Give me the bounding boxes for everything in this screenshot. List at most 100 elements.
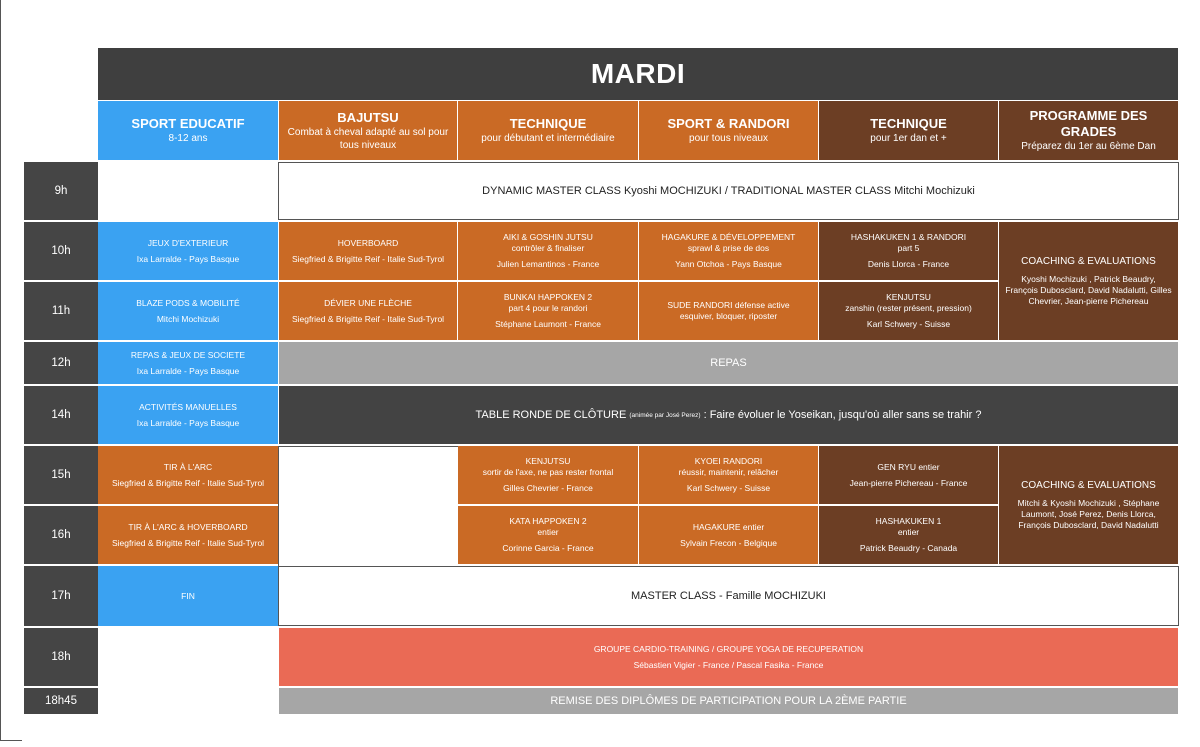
header-sub: pour débutant et intermédiaire bbox=[481, 133, 615, 144]
session-presenter: Siegfried & Brigitte Reif - Italie Sud-T… bbox=[291, 253, 445, 264]
session-master-class-famille: MASTER CLASS - Famille MOCHIZUKI bbox=[278, 566, 1179, 626]
session-table-ronde: TABLE RONDE DE CLÔTURE (animée par José … bbox=[279, 386, 1178, 444]
session-aiki-goshin: AIKI & GOSHIN JUTSU contrôler & finalise… bbox=[458, 222, 638, 280]
session-subtitle: entier bbox=[897, 527, 920, 537]
session-subtitle: entier bbox=[537, 527, 559, 537]
session-hoverboard: HOVERBOARD Siegfried & Brigitte Reif - I… bbox=[279, 222, 457, 280]
session-subtitle: esquiver, bloquer, riposter bbox=[679, 311, 778, 321]
header-sub: pour 1er dan et + bbox=[870, 133, 947, 144]
session-bunkai-happoken: BUNKAI HAPPOKEN 2 part 4 pour le randori… bbox=[458, 282, 638, 340]
header-title: TECHNIQUE bbox=[870, 116, 947, 131]
session-hashakuken-entier: HASHAKUKEN 1 entier Patrick Beaudry - Ca… bbox=[819, 506, 998, 564]
session-gen-ryu: GEN RYU entier Jean-pierre Pichereau - F… bbox=[819, 446, 998, 504]
header-title: SPORT EDUCATIF bbox=[131, 116, 245, 131]
session-presenter: Julien Lemantinos - France bbox=[496, 259, 600, 269]
session-subtitle: zanshin (rester présent, pression) bbox=[845, 303, 972, 313]
session-presenter: Denis Llorca - France bbox=[867, 259, 950, 269]
session-title: REPAS & JEUX DE SOCIETE bbox=[130, 349, 246, 360]
session-subtitle: réussir, maintenir, relâcher bbox=[678, 467, 779, 477]
session-presenter: Jean-pierre Pichereau - France bbox=[849, 477, 968, 488]
session-presenter: Ixa Larralde - Pays Basque bbox=[136, 417, 240, 428]
session-presenter: Ixa Larralde - Pays Basque bbox=[136, 253, 240, 264]
header-title: PROGRAMME DES GRADES bbox=[1029, 108, 1148, 139]
table-ronde-title: TABLE RONDE DE CLÔTURE bbox=[475, 409, 627, 421]
header-bajutsu: BAJUTSU Combat à cheval adapté au sol po… bbox=[279, 101, 457, 160]
session-title: AIKI & GOSHIN JUTSU bbox=[503, 232, 593, 242]
session-title: HOVERBOARD bbox=[337, 237, 399, 248]
session-title: HASHAKUKEN 1 bbox=[875, 516, 942, 526]
header-sub: 8-12 ans bbox=[168, 133, 208, 144]
session-title: BUNKAI HAPPOKEN 2 bbox=[503, 292, 593, 302]
session-hashakuken-randori: HASHAKUKEN 1 & RANDORI part 5 Denis Llor… bbox=[819, 222, 998, 280]
session-presenter: Karl Schwery - Suisse bbox=[686, 483, 771, 493]
session-presenter: Patrick Beaudry - Canada bbox=[859, 543, 958, 553]
header-technique-dan: TECHNIQUE pour 1er dan et + bbox=[819, 101, 998, 160]
header-sub: Préparez du 1er au 6ème Dan bbox=[1021, 141, 1156, 152]
session-title: TIR À L'ARC bbox=[163, 461, 213, 472]
session-title: HAGAKURE & DÉVELOPPEMENT bbox=[661, 232, 796, 242]
session-subtitle: sprawl & prise de dos bbox=[687, 243, 770, 253]
session-title: GROUPE CARDIO-TRAINING / GROUPE YOGA DE … bbox=[593, 643, 864, 654]
session-presenter: Karl Schwery - Suisse bbox=[866, 319, 951, 329]
empty-bajutsu-afternoon bbox=[278, 446, 458, 566]
time-10h: 10h bbox=[24, 222, 98, 280]
session-title: GEN RYU entier bbox=[877, 461, 940, 472]
session-presenters: Mitchi & Kyoshi Mochizuki , Stéphane Lau… bbox=[1017, 497, 1160, 530]
session-kenjutsu-zanshin: KENJUTSU zanshin (rester présent, pressi… bbox=[819, 282, 998, 340]
frame-bottom-line bbox=[0, 740, 22, 741]
session-devier-fleche: DÉVIER UNE FLÈCHE Siegfried & Brigitte R… bbox=[279, 282, 457, 340]
session-presenter: Yann Otchoa - Pays Basque bbox=[675, 259, 782, 269]
session-repas-jeux: REPAS & JEUX DE SOCIETE Ixa Larralde - P… bbox=[98, 342, 278, 384]
session-kata-happoken: KATA HAPPOKEN 2 entier Corinne Garcia - … bbox=[458, 506, 638, 564]
day-title: MARDI bbox=[98, 48, 1178, 100]
session-title: COACHING & EVALUATIONS bbox=[1021, 479, 1156, 491]
session-presenter: Sébastien Vigier - France / Pascal Fasik… bbox=[633, 659, 824, 670]
session-title: HAGAKURE entier bbox=[692, 521, 765, 532]
session-subtitle: part 5 bbox=[897, 243, 920, 253]
session-presenter: Siegfried & Brigitte Reif - Italie Sud-T… bbox=[111, 477, 265, 488]
time-15h: 15h bbox=[24, 446, 98, 504]
time-12h: 12h bbox=[24, 342, 98, 384]
session-title: KATA HAPPOKEN 2 bbox=[509, 516, 587, 526]
time-14h: 14h bbox=[24, 386, 98, 444]
table-ronde-topic: : Faire évoluer le Yoseikan, jusqu'où al… bbox=[703, 409, 982, 421]
header-technique: TECHNIQUE pour débutant et intermédiaire bbox=[458, 101, 638, 160]
session-coaching-2: COACHING & EVALUATIONS Mitchi & Kyoshi M… bbox=[999, 446, 1178, 564]
session-subtitle: contrôler & finaliser bbox=[511, 243, 585, 253]
session-dynamic-master-class: DYNAMIC MASTER CLASS Kyoshi MOCHIZUKI / … bbox=[278, 162, 1179, 220]
session-presenter: Sylvain Frecon - Belgique bbox=[680, 537, 777, 548]
header-title: TECHNIQUE bbox=[509, 116, 587, 131]
header-title: SPORT & RANDORI bbox=[667, 116, 790, 131]
session-hagakure-entier: HAGAKURE entier Sylvain Frecon - Belgiqu… bbox=[639, 506, 818, 564]
time-17h: 17h bbox=[24, 566, 98, 626]
session-coaching-1: COACHING & EVALUATIONS Kyoshi Mochizuki … bbox=[999, 222, 1178, 340]
session-fin: FIN bbox=[98, 566, 278, 626]
session-title: TIR À L'ARC & HOVERBOARD bbox=[128, 521, 248, 532]
session-tir-arc: TIR À L'ARC Siegfried & Brigitte Reif - … bbox=[98, 446, 278, 504]
session-title: BLAZE PODS & MOBILITÉ bbox=[136, 297, 240, 308]
session-kyoei-randori: KYOEI RANDORI réussir, maintenir, relâch… bbox=[639, 446, 818, 504]
session-jeux-exterieur: JEUX D'EXTERIEUR Ixa Larralde - Pays Bas… bbox=[98, 222, 278, 280]
table-ronde-host: (animée par José Perez) bbox=[629, 411, 701, 419]
session-title: JEUX D'EXTERIEUR bbox=[147, 237, 229, 248]
session-title: KYOEI RANDORI bbox=[694, 456, 763, 466]
session-presenter: Corinne Garcia - France bbox=[502, 543, 594, 553]
session-tir-arc-hoverboard: TIR À L'ARC & HOVERBOARD Siegfried & Bri… bbox=[98, 506, 278, 564]
session-blaze-pods: BLAZE PODS & MOBILITÉ Mitchi Mochizuki bbox=[98, 282, 278, 340]
session-sude-randori: SUDE RANDORI défense active esquiver, bl… bbox=[639, 282, 818, 340]
session-presenters: Kyoshi Mochizuki , Patrick Beaudry, Fran… bbox=[1005, 273, 1172, 306]
session-presenter: Stéphane Laumont - France bbox=[495, 319, 601, 329]
header-sub: pour tous niveaux bbox=[689, 133, 768, 144]
header-sport-educatif: SPORT EDUCATIF 8-12 ans bbox=[98, 101, 278, 160]
time-16h: 16h bbox=[24, 506, 98, 564]
header-sub: Combat à cheval adapté au sol pour tous … bbox=[287, 126, 449, 151]
session-presenter: Siegfried & Brigitte Reif - Italie Sud-T… bbox=[111, 537, 265, 548]
session-activites-manuelles: ACTIVITÉS MANUELLES Ixa Larralde - Pays … bbox=[98, 386, 278, 444]
session-title: HASHAKUKEN 1 & RANDORI bbox=[850, 232, 967, 242]
session-remise-diplomes: REMISE DES DIPLÔMES DE PARTICIPATION POU… bbox=[279, 688, 1178, 714]
session-title: SUDE RANDORI défense active bbox=[667, 300, 790, 310]
session-presenter: Gilles Chevrier - France bbox=[503, 483, 593, 493]
session-subtitle: part 4 pour le randori bbox=[508, 303, 588, 313]
session-presenter: Ixa Larralde - Pays Basque bbox=[136, 365, 240, 376]
frame-left-line bbox=[0, 0, 1, 740]
